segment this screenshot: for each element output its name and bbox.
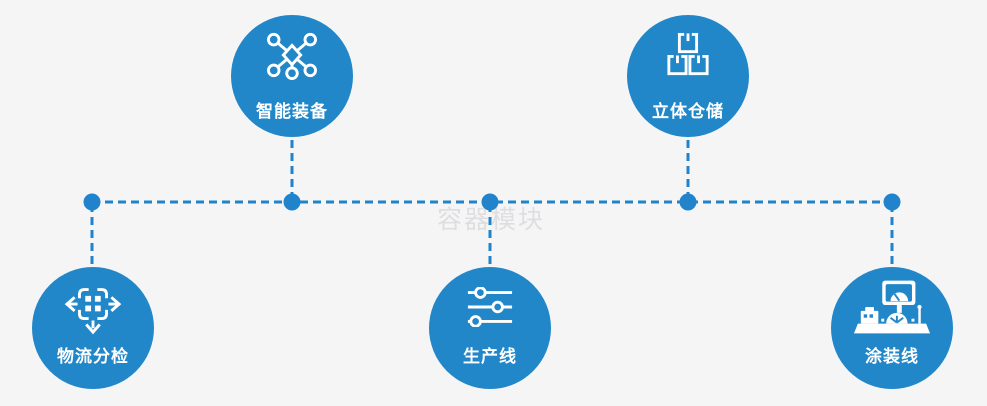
node-smart-equipment: 智能装备 <box>231 15 353 137</box>
bus-joint-dot <box>481 193 499 211</box>
bus-joint-dot <box>883 193 901 211</box>
node-painting-line: 涂装线 <box>831 267 953 389</box>
node-label: 立体仓储 <box>652 102 724 121</box>
bus-joint-dot <box>679 193 697 211</box>
bus-joint-dot <box>283 193 301 211</box>
node-stereo-warehouse: 立体仓储 <box>627 15 749 137</box>
sliders-icon <box>466 286 514 328</box>
node-label: 智能装备 <box>256 102 328 121</box>
node-label: 生产线 <box>463 347 517 366</box>
network-molecule-icon <box>263 30 321 80</box>
node-label: 物流分检 <box>57 347 129 366</box>
bus-joint-dot <box>83 193 101 211</box>
node-label: 涂装线 <box>865 347 919 366</box>
node-production-line: 生产线 <box>429 267 551 389</box>
sort-arrows-grid-icon <box>62 278 124 336</box>
node-circle-production-line[interactable] <box>429 267 551 389</box>
control-console-icon <box>853 279 931 336</box>
node-logistics-sorting: 物流分检 <box>32 267 154 389</box>
stacked-boxes-icon <box>659 32 717 78</box>
